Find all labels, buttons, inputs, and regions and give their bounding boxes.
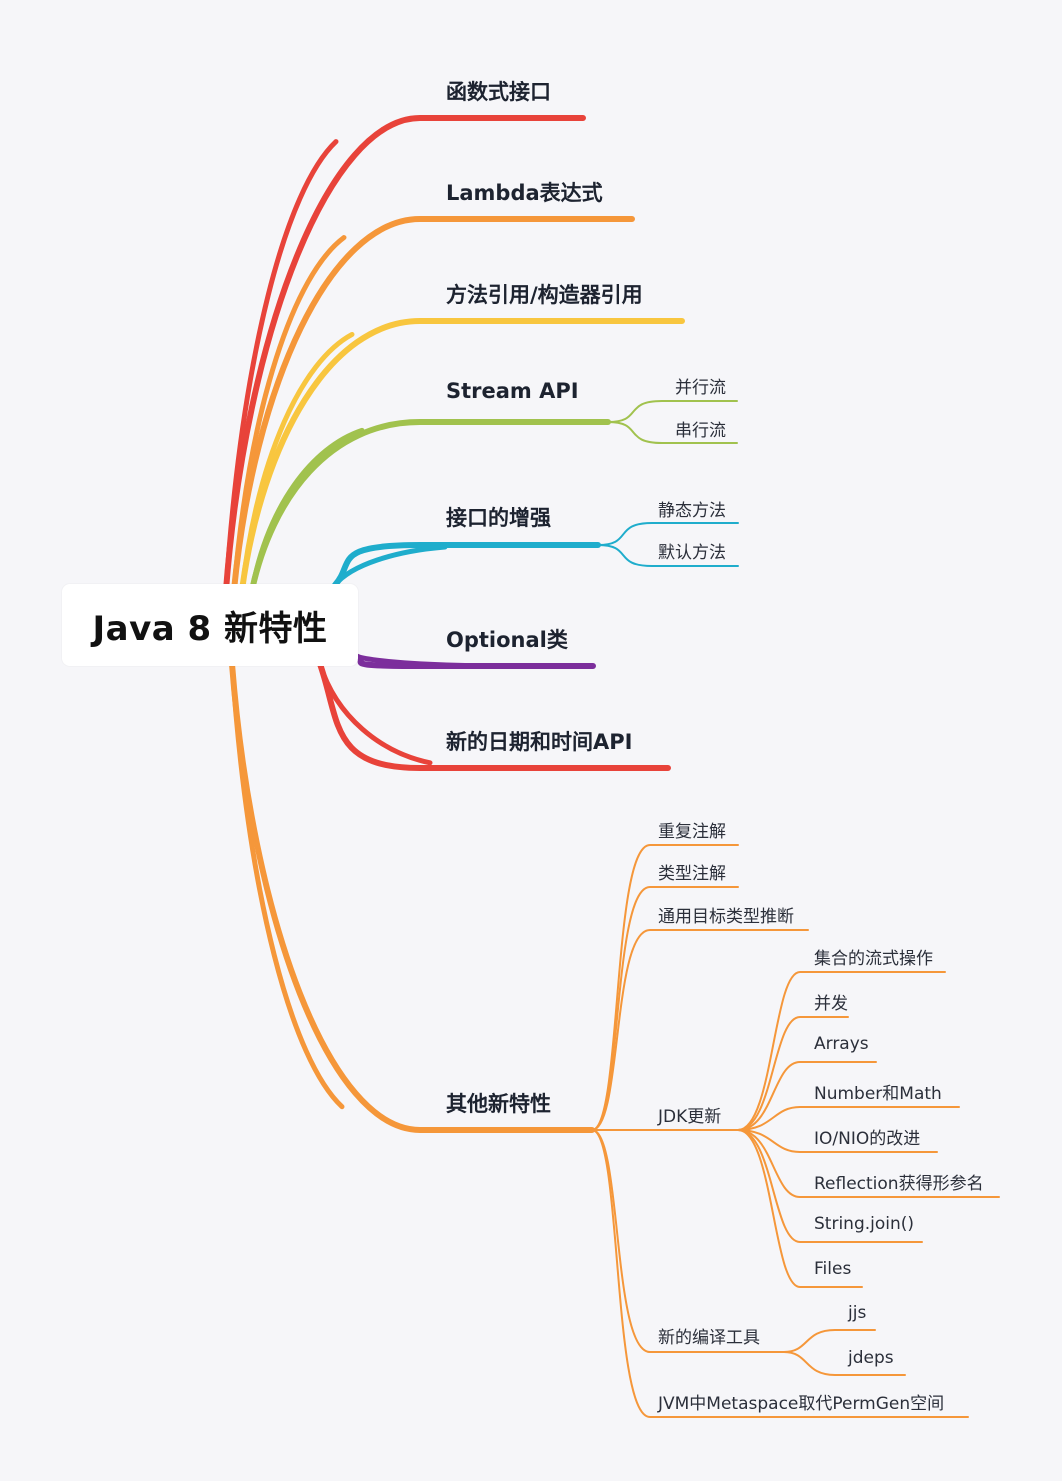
branch-taper-others: [229, 661, 345, 1110]
connector-other-2: [591, 929, 809, 1131]
branch-connector-thin-functional: [225, 117, 584, 591]
connector-jdk-4: [737, 1129, 938, 1153]
node-reflection-params[interactable]: Reflection获得形参名: [814, 1174, 984, 1194]
node-static-method[interactable]: 静态方法: [658, 501, 726, 521]
branch-taper-methodref: [239, 331, 355, 593]
node-method-reference[interactable]: 方法引用/构造器引用: [446, 283, 643, 307]
connector-compile-0: [783, 1329, 876, 1353]
connector-jdk-2: [737, 1061, 877, 1131]
connector-jdk-6: [737, 1129, 923, 1243]
connector-jdk-3: [737, 1106, 960, 1131]
node-functional-interface[interactable]: 函数式接口: [446, 80, 551, 104]
node-type-annotations[interactable]: 类型注解: [658, 864, 726, 884]
connector-jdk-0: [737, 971, 946, 1131]
node-files[interactable]: Files: [814, 1259, 852, 1279]
node-datetime-api[interactable]: 新的日期和时间API: [446, 730, 633, 754]
branch-taper-stream: [249, 427, 365, 593]
node-jdk-update[interactable]: JDK更新: [658, 1107, 722, 1127]
branch-connector-thin-interface: [334, 544, 599, 586]
branch-taper-lambda: [231, 235, 347, 593]
branch-connector-stream: [249, 419, 611, 593]
branch-taper-datetime: [317, 661, 433, 766]
connector-default-method: [597, 544, 739, 567]
node-target-type-inference[interactable]: 通用目标类型推断: [658, 907, 794, 927]
node-collection-stream-ops[interactable]: 集合的流式操作: [814, 949, 933, 969]
node-repeating-annotations[interactable]: 重复注解: [658, 822, 726, 842]
branch-taper-interface: [332, 544, 448, 588]
connector-jdk-1: [737, 1016, 849, 1131]
node-other-features[interactable]: 其他新特性: [446, 1092, 551, 1116]
node-jjs[interactable]: jjs: [848, 1303, 867, 1323]
node-arrays[interactable]: Arrays: [814, 1034, 869, 1054]
node-number-math[interactable]: Number和Math: [814, 1084, 942, 1104]
connector-other-5: [591, 1129, 969, 1418]
branch-taper-functional: [223, 139, 339, 593]
node-lambda[interactable]: Lambda表达式: [446, 181, 603, 205]
node-stream-api[interactable]: Stream API: [446, 379, 579, 403]
root-node[interactable]: Java 8 新特性: [62, 584, 358, 666]
node-jdeps[interactable]: jdeps: [848, 1348, 894, 1368]
connector-jdk-5: [737, 1129, 1000, 1198]
branch-connector-methodref: [239, 318, 685, 593]
node-interface-enhancement[interactable]: 接口的增强: [446, 506, 551, 530]
node-string-join[interactable]: String.join(): [814, 1214, 915, 1234]
connector-other-4: [591, 1129, 785, 1353]
branch-taper-optional: [352, 653, 468, 668]
branch-connector-interface: [332, 542, 601, 588]
connector-compile-1: [783, 1351, 906, 1376]
branch-connector-thin-methodref: [241, 320, 683, 591]
connector-static-method: [597, 522, 739, 546]
connector-other-1: [591, 886, 739, 1131]
connector-jdk-7: [737, 1129, 863, 1288]
node-optional[interactable]: Optional类: [446, 628, 568, 652]
connector-parallel-stream: [607, 400, 738, 423]
connector-sequential-stream: [607, 421, 738, 444]
node-concurrency[interactable]: 并发: [814, 994, 848, 1014]
node-compile-tools[interactable]: 新的编译工具: [658, 1328, 760, 1348]
node-default-method[interactable]: 默认方法: [658, 543, 726, 563]
root-title: Java 8 新特性: [92, 608, 328, 649]
node-parallel-stream[interactable]: 并行流: [675, 378, 726, 398]
node-io-nio[interactable]: IO/NIO的改进: [814, 1129, 921, 1149]
branch-connector-thin-stream: [251, 421, 609, 591]
node-sequential-stream[interactable]: 串行流: [675, 421, 726, 441]
node-metaspace[interactable]: JVM中Metaspace取代PermGen空间: [658, 1394, 945, 1414]
